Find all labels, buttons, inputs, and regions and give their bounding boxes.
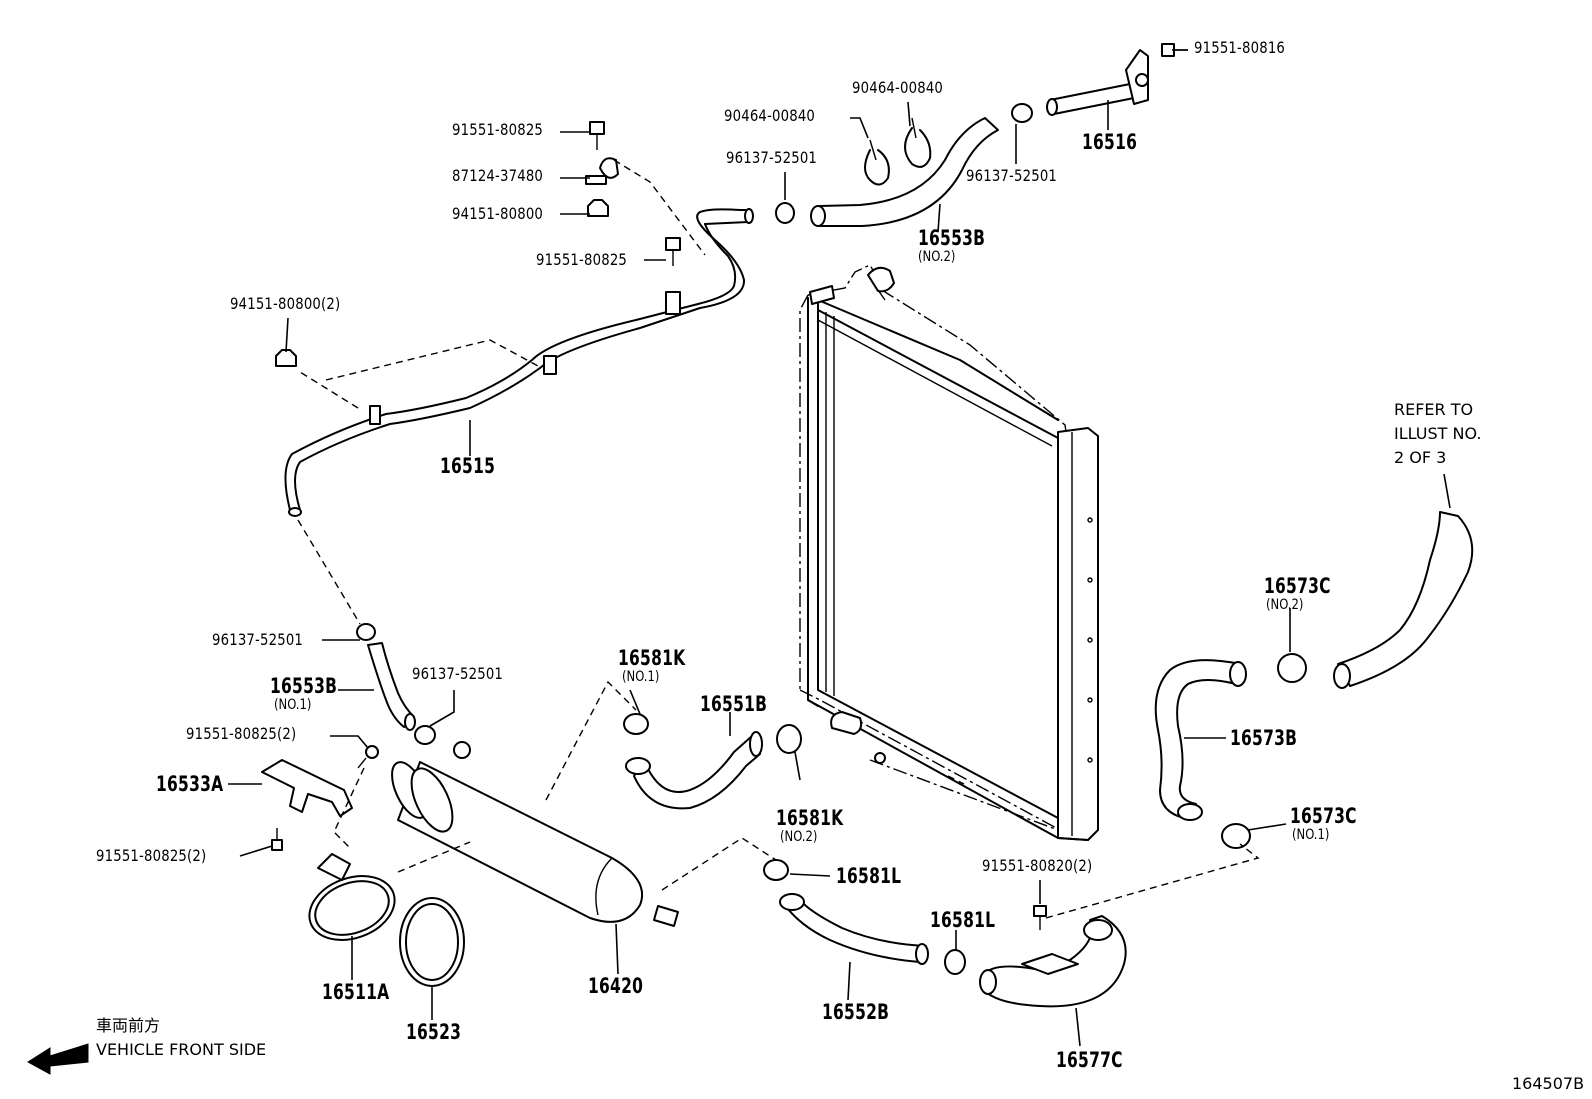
note-line-1: REFER TO (1394, 400, 1474, 419)
label-16420: 16420 (588, 974, 644, 998)
label-16553b-no2-sub: (NO.2) (918, 249, 956, 265)
note-line-2: ILLUST NO. (1394, 424, 1482, 443)
hose-16573b (1154, 659, 1251, 849)
label-94151-80800: 94151-80800 (452, 204, 544, 223)
label-16577c: 16577C (1056, 1048, 1123, 1072)
front-side-japanese: 車両前方 (96, 1016, 161, 1035)
vehicle-front-arrow (27, 1043, 89, 1075)
bracket-16533a (261, 745, 379, 851)
label-16553b-no1: 16553B (270, 674, 338, 698)
label-16515: 16515 (440, 454, 496, 478)
intercooler-16420 (391, 741, 679, 927)
radiator-assembly (799, 264, 1099, 841)
label-90464-00840-a: 90464-00840 (852, 78, 944, 97)
label-16552b: 16552B (822, 1000, 890, 1024)
label-16581k-no1: 16581K (618, 646, 686, 670)
hose-16553b-no1 (356, 623, 436, 745)
label-16551b: 16551B (700, 692, 768, 716)
label-16581k-no2-sub: (NO.2) (780, 829, 818, 845)
label-94151-80800-2: 94151-80800(2) (230, 294, 341, 313)
label-16581k-no1-sub: (NO.1) (622, 669, 660, 685)
front-side-english: VEHICLE FRONT SIDE (96, 1040, 267, 1059)
clamp-16511a (308, 853, 396, 941)
label-16581l-b: 16581L (930, 908, 996, 932)
label-16573c-no2-sub: (NO.2) (1266, 597, 1304, 613)
label-16573c-no1: 16573C (1290, 804, 1357, 828)
hose-upper-right (1277, 511, 1474, 689)
label-90464-00840-b: 90464-00840 (724, 106, 816, 125)
hose-16552b (763, 859, 966, 975)
band-16523 (399, 897, 465, 987)
hose-16553b-no2 (810, 43, 1188, 227)
label-87124-37480: 87124-37480 (452, 166, 544, 185)
label-16581k-no2: 16581K (776, 806, 844, 830)
label-91551-80820-2: 91551-80820(2) (982, 856, 1093, 875)
label-16573b: 16573B (1230, 726, 1298, 750)
hose-16551b (623, 713, 802, 810)
outlet-16577c (979, 905, 1127, 1008)
label-16516: 16516 (1082, 130, 1138, 154)
hardware-stack (275, 121, 681, 367)
label-16523: 16523 (406, 1020, 462, 1044)
label-16553b-no1-sub: (NO.1) (274, 697, 312, 713)
label-16573c-no2: 16573C (1264, 574, 1331, 598)
note-line-3: 2 OF 3 (1394, 448, 1447, 467)
label-91551-80825-b: 91551-80825 (536, 250, 628, 269)
label-16581l-a: 16581L (836, 864, 902, 888)
clamps-90464-00840 (775, 103, 1033, 224)
assembly-dashed-lines (297, 159, 1260, 919)
leader-lines (228, 49, 1451, 1047)
label-91551-80825-a: 91551-80825 (452, 120, 544, 139)
label-96137-52501-a: 96137-52501 (726, 148, 818, 167)
label-16533a: 16533A (156, 772, 224, 796)
label-91551-80825-2a: 91551-80825(2) (186, 724, 297, 743)
figure-id: 164507B (1512, 1074, 1585, 1093)
label-91551-80825-2b: 91551-80825(2) (96, 846, 207, 865)
label-96137-52501-b: 96137-52501 (966, 166, 1058, 185)
label-16511a: 16511A (322, 980, 390, 1004)
label-16573c-no1-sub: (NO.1) (1292, 827, 1330, 843)
label-96137-52501-d: 96137-52501 (412, 664, 504, 683)
label-16553b-no2: 16553B (918, 226, 986, 250)
label-91551-80816: 91551-80816 (1194, 38, 1286, 57)
label-96137-52501-c: 96137-52501 (212, 630, 304, 649)
pipe-16515 (284, 208, 754, 517)
